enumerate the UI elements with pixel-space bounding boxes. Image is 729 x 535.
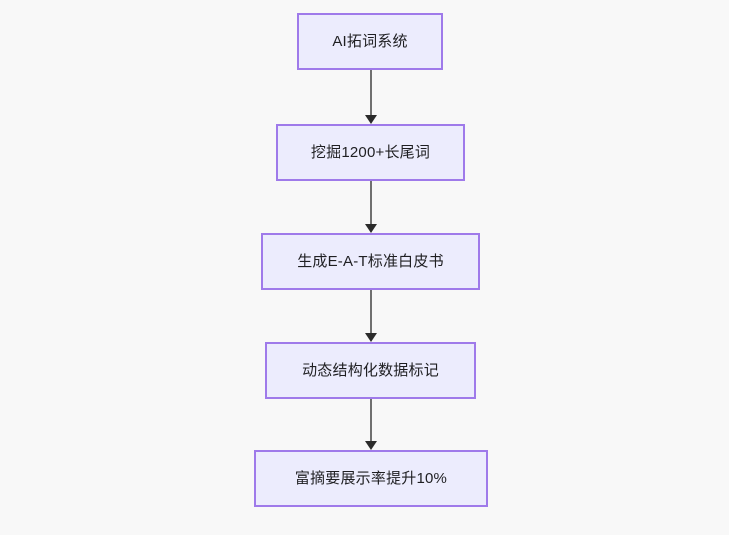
- flow-node-label: AI拓词系统: [332, 33, 408, 50]
- flow-node-label: 挖掘1200+长尾词: [310, 144, 431, 161]
- flow-node-label: 生成E-A-T标准白皮书: [297, 253, 444, 270]
- connector-line: [370, 181, 372, 225]
- flow-node-n4[interactable]: 动态结构化数据标记: [265, 342, 476, 399]
- connector-line: [370, 399, 372, 442]
- flow-node-n5[interactable]: 富摘要展示率提升10%: [254, 450, 488, 507]
- connector-line: [370, 290, 372, 334]
- flow-node-n1[interactable]: AI拓词系统: [297, 13, 443, 70]
- arrowhead-icon: [365, 224, 377, 233]
- connector-line: [370, 70, 372, 116]
- flow-connector: [365, 290, 377, 342]
- flow-node-label: 富摘要展示率提升10%: [294, 470, 448, 487]
- flow-connector: [365, 181, 377, 233]
- arrowhead-icon: [365, 333, 377, 342]
- flow-node-n2[interactable]: 挖掘1200+长尾词: [276, 124, 465, 181]
- arrowhead-icon: [365, 115, 377, 124]
- flow-node-label: 动态结构化数据标记: [302, 362, 439, 379]
- flow-node-n3[interactable]: 生成E-A-T标准白皮书: [261, 233, 480, 290]
- flow-connector: [365, 399, 377, 450]
- arrowhead-icon: [365, 441, 377, 450]
- flow-connector: [365, 70, 377, 124]
